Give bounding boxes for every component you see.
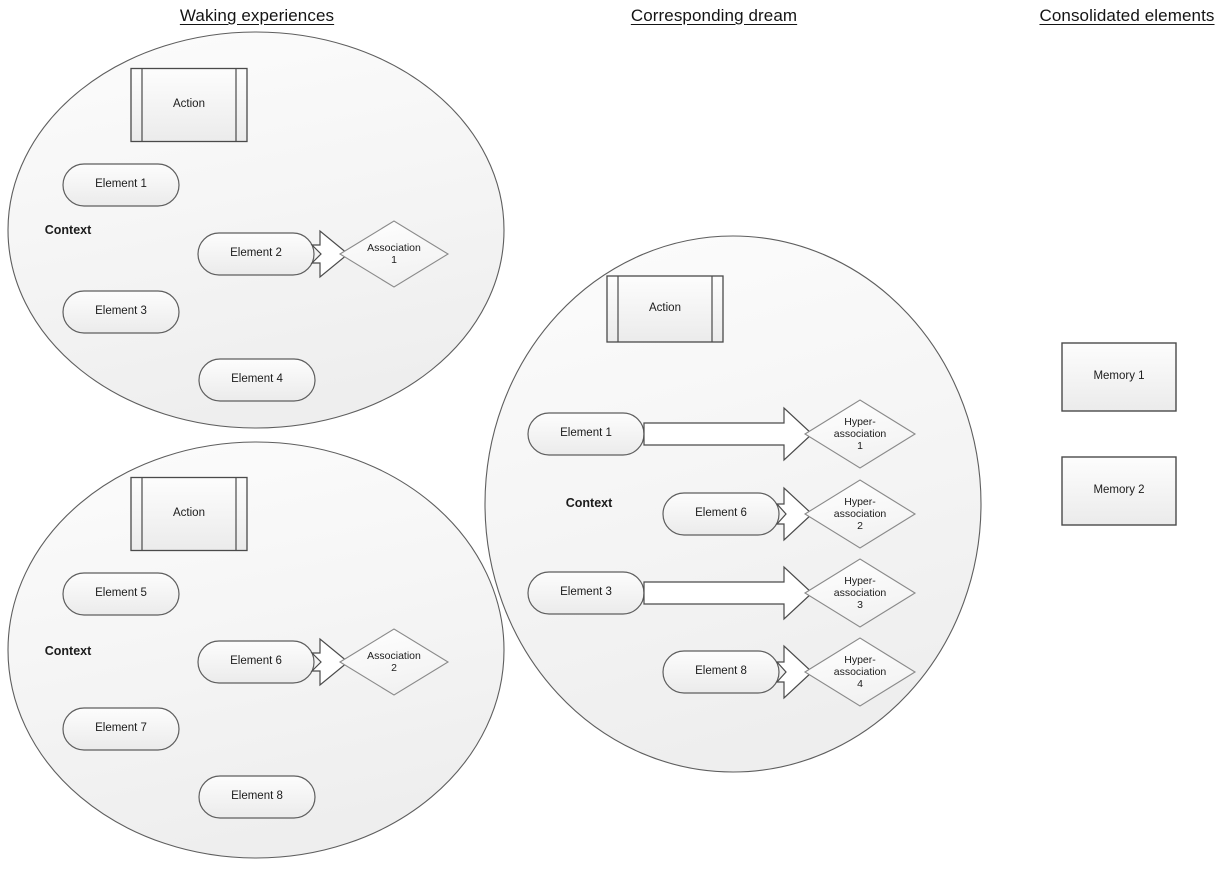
element-pill[interactable] (62, 290, 180, 334)
association-arrow (643, 565, 813, 621)
association-arrow (643, 406, 813, 462)
association-arrow (775, 486, 813, 542)
element-pill[interactable] (527, 412, 645, 456)
association-diamond[interactable] (803, 399, 917, 469)
memory-box[interactable] (1061, 342, 1177, 412)
element-pill[interactable] (198, 358, 316, 402)
association-diamond[interactable] (338, 628, 450, 696)
action-process-box[interactable] (606, 275, 724, 343)
column-header-consolidated: Consolidated elements (1039, 6, 1215, 25)
column-header-waking: Waking experiences (179, 6, 335, 25)
memory-box[interactable] (1061, 456, 1177, 526)
association-arrow (775, 644, 813, 700)
association-diamond[interactable] (803, 558, 917, 628)
action-process-box[interactable] (130, 476, 248, 552)
element-pill[interactable] (62, 163, 180, 207)
element-pill[interactable] (197, 640, 315, 684)
action-process-box[interactable] (130, 67, 248, 143)
element-pill[interactable] (62, 707, 180, 751)
element-pill[interactable] (198, 775, 316, 819)
element-pill[interactable] (197, 232, 315, 276)
element-pill[interactable] (527, 571, 645, 615)
element-pill[interactable] (662, 650, 780, 694)
association-diamond[interactable] (803, 479, 917, 549)
association-diamond[interactable] (338, 220, 450, 288)
association-arrow (310, 229, 349, 279)
association-arrow (310, 637, 349, 687)
element-pill[interactable] (62, 572, 180, 616)
column-header-dream: Corresponding dream (630, 6, 798, 25)
association-diamond[interactable] (803, 637, 917, 707)
element-pill[interactable] (662, 492, 780, 536)
